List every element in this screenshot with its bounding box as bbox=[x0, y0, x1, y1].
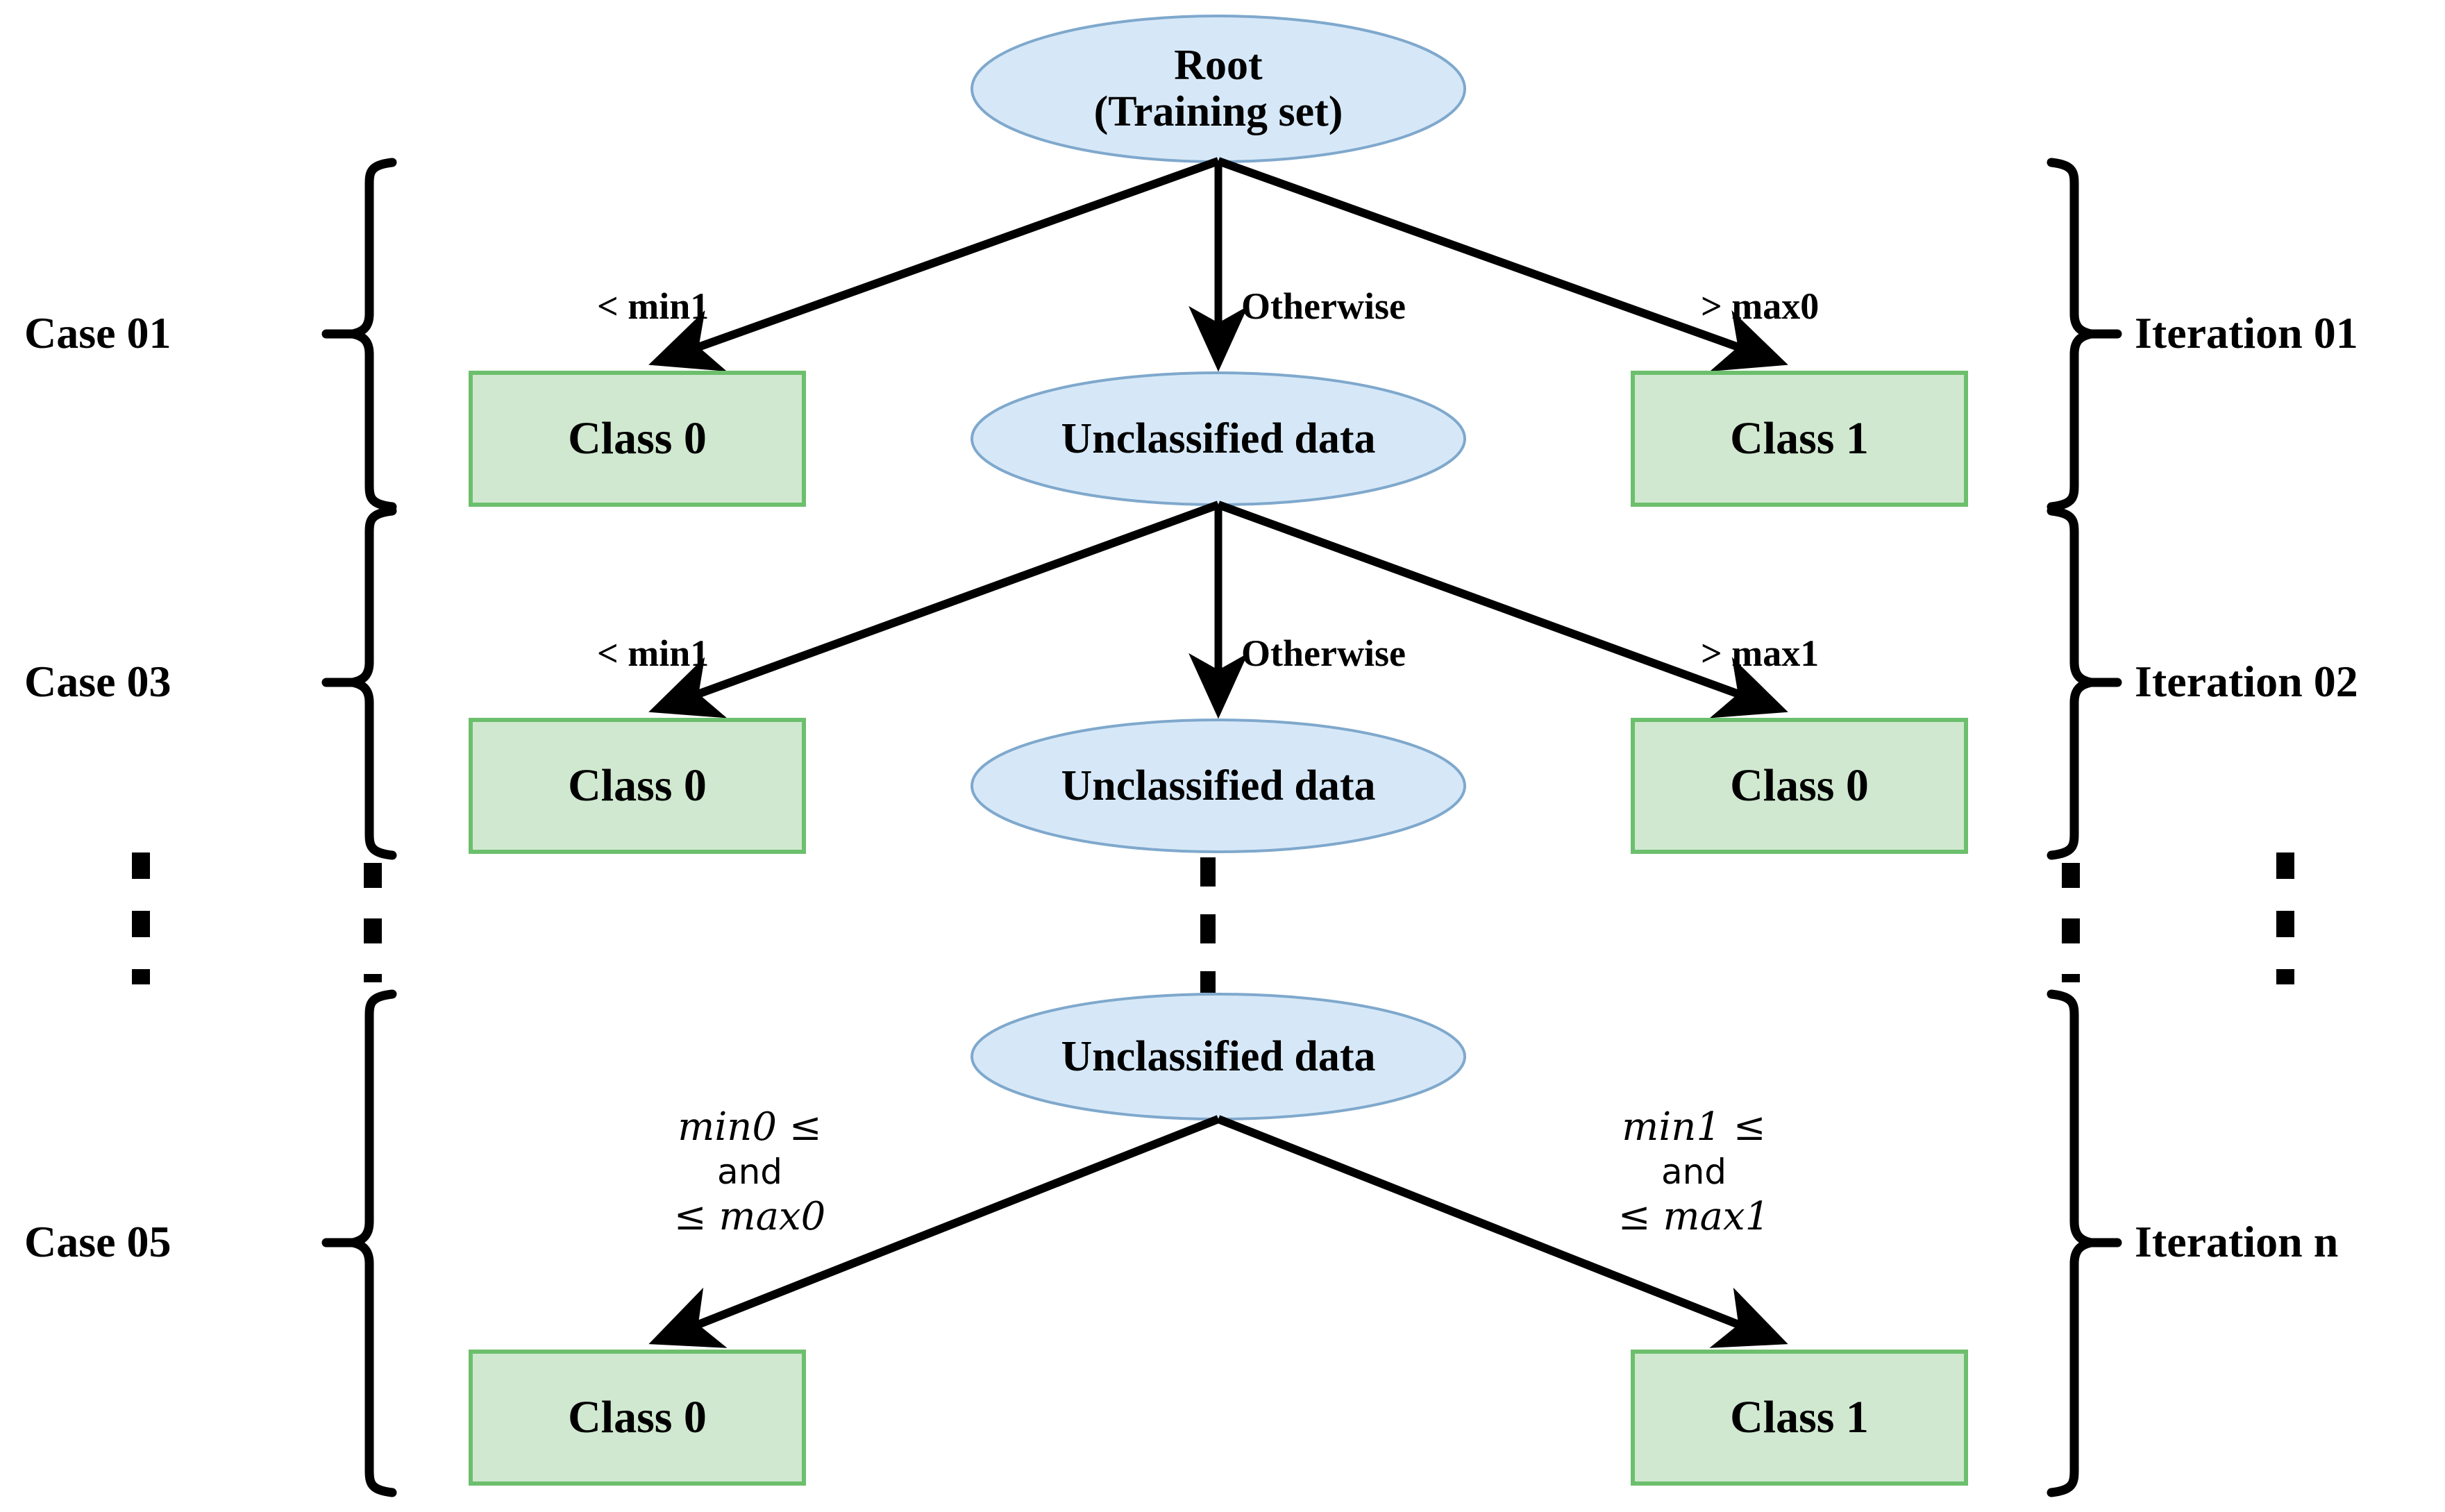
edge-label-right-itern-line1: min1 ≤ bbox=[1622, 1104, 1766, 1150]
edge-label-left-itern-line2: and bbox=[716, 1152, 783, 1193]
box-class1-iter1 bbox=[1631, 371, 1968, 507]
iteration-label-01: Iteration 01 bbox=[2135, 308, 2358, 358]
brace-iteration-01 bbox=[2047, 158, 2092, 512]
ellipse-unclassified-itern bbox=[971, 993, 1466, 1120]
ellipse-unclassified-iter2 bbox=[971, 719, 1466, 853]
brace-case-01 bbox=[351, 158, 397, 512]
brace-iteration-02 bbox=[2047, 506, 2092, 860]
box-class0-iter1 bbox=[469, 371, 806, 507]
iteration-label-n: Iteration n bbox=[2135, 1217, 2339, 1266]
edge-label-left-itern: min0 ≤ and ≤ max0 bbox=[604, 1104, 896, 1241]
edge-label-left-itern-line3: ≤ max0 bbox=[673, 1194, 826, 1240]
edge-label-right-itern-line3: ≤ max1 bbox=[1618, 1194, 1770, 1240]
ellipse-unclassified-iter1 bbox=[971, 371, 1466, 506]
edge-itern-to-class1 bbox=[1216, 1115, 1788, 1348]
box-class0-itern bbox=[469, 1350, 806, 1486]
brace-case-03 bbox=[351, 506, 397, 860]
case-label-03: Case 03 bbox=[24, 657, 171, 706]
box-class1-itern bbox=[1631, 1350, 1968, 1486]
edge-root-to-class0 bbox=[648, 157, 1220, 371]
edge-iter1-to-class0 bbox=[648, 501, 1220, 719]
edge-itern-to-class0 bbox=[648, 1115, 1220, 1348]
edge-label-right-iter2: > max1 bbox=[1701, 632, 1820, 674]
edge-label-middle-iter2: Otherwise bbox=[1241, 632, 1406, 674]
root-ellipse bbox=[971, 15, 1466, 163]
edge-iter1-to-class0-right bbox=[1216, 501, 1788, 719]
case-label-05: Case 05 bbox=[24, 1217, 171, 1266]
box-class0-iter2-right bbox=[1631, 718, 1968, 854]
iteration-label-02: Iteration 02 bbox=[2135, 657, 2358, 706]
brace-case-05 bbox=[351, 989, 397, 1497]
brace-iteration-n bbox=[2047, 989, 2092, 1497]
box-class0-iter2 bbox=[469, 718, 806, 854]
edge-label-left-iter2: < min1 bbox=[597, 632, 709, 674]
case-label-01: Case 01 bbox=[24, 308, 171, 358]
edge-label-left-iter1: < min1 bbox=[597, 285, 709, 327]
edge-label-right-iter1: > max0 bbox=[1701, 285, 1820, 327]
edge-label-left-itern-line1: min0 ≤ bbox=[678, 1104, 822, 1150]
edge-root-to-class1 bbox=[1216, 157, 1788, 371]
edge-label-right-itern-line2: and bbox=[1661, 1152, 1727, 1193]
edge-label-right-itern: min1 ≤ and ≤ max1 bbox=[1548, 1104, 1840, 1241]
edge-label-middle-iter1: Otherwise bbox=[1241, 285, 1406, 327]
